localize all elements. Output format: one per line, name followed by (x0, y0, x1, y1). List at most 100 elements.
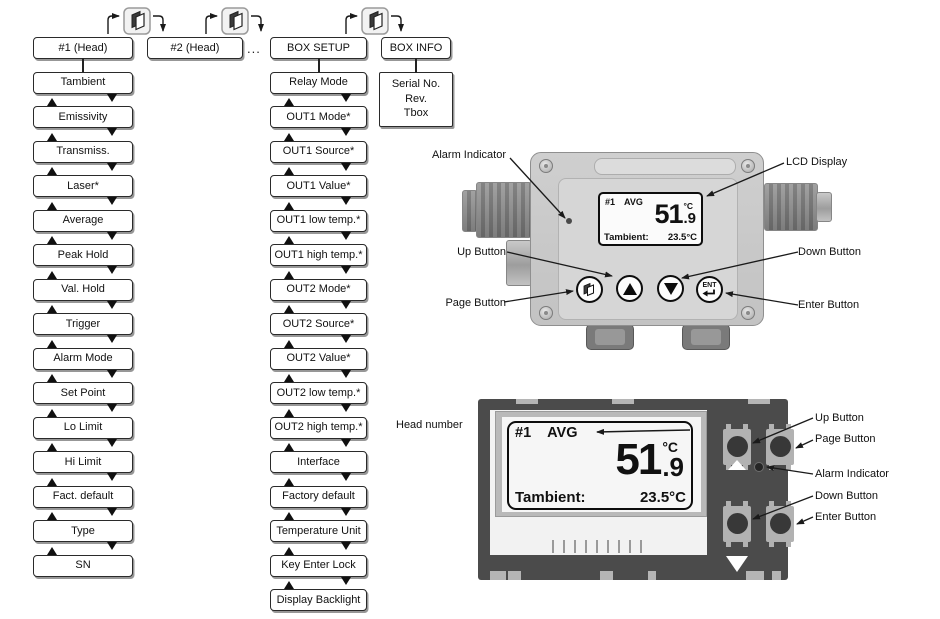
menu-item: Key Enter Lock (270, 554, 367, 577)
up-arrow-icon (47, 167, 57, 175)
screw-icon (741, 159, 755, 173)
down-arrow-icon (341, 576, 352, 585)
board-pad (746, 571, 764, 580)
temperature-unit: °C (662, 439, 679, 455)
down-button (657, 275, 684, 302)
up-arrow-icon (47, 236, 57, 244)
up-arrow-icon (283, 236, 294, 244)
down-arrow-icon (341, 128, 352, 136)
ambient-row: Tambient: 23.5°C (604, 232, 697, 243)
menu-connector (270, 266, 367, 279)
head-number-value: #1 (605, 197, 616, 207)
menu-connector (33, 266, 133, 279)
alarm-indicator-led (566, 218, 572, 224)
menu-connector (270, 300, 367, 313)
page-button-closeup (766, 424, 794, 470)
menu-connector (33, 197, 133, 210)
menu-item: OUT2 Source* (270, 313, 367, 335)
down-arrow-icon (107, 266, 117, 274)
up-arrow-icon (283, 132, 294, 141)
up-marker (728, 460, 746, 470)
down-arrow-icon (341, 162, 352, 171)
menu-item: Tambient (33, 71, 133, 94)
down-arrow-icon (107, 335, 117, 343)
temperature-decimal: .9 (662, 452, 684, 482)
head-number-value: #1 (515, 425, 532, 441)
menu-connector (33, 473, 133, 486)
menu-item: Type (33, 520, 133, 542)
page-cycle-icon (107, 7, 166, 35)
board-pad (508, 571, 521, 580)
up-arrow-icon (283, 98, 294, 106)
up-button-label: Up Button (815, 412, 864, 424)
menu-item: OUT1 Source* (270, 140, 367, 163)
info-line: Tbox (403, 107, 429, 119)
up-arrow-icon (47, 98, 57, 106)
ambient-label: Tambient: (604, 232, 649, 243)
menu-item: Val. Hold (33, 278, 133, 301)
menu-item: Peak Hold (33, 244, 133, 266)
down-arrow-icon (107, 438, 117, 447)
menu-connector (33, 369, 133, 382)
temperature-value: 51 °C .9 (615, 438, 684, 482)
down-arrow-icon (107, 128, 117, 136)
down-triangle-icon (663, 282, 678, 295)
button-cap (726, 436, 748, 457)
menu-connector (33, 93, 133, 106)
menu-column-head2: #2 (Head) (147, 37, 243, 59)
return-arrow-icon (702, 289, 715, 296)
enter-button-closeup (766, 501, 794, 547)
menu-connector (270, 128, 367, 141)
menu-connector (33, 162, 133, 175)
board-pad (600, 571, 613, 580)
board-pad (748, 399, 770, 404)
up-arrow-icon (283, 305, 294, 313)
down-arrow-icon (107, 507, 117, 516)
alarm-indicator-led-closeup (754, 462, 764, 472)
ambient-value: 23.5°C (639, 489, 686, 506)
down-arrow-icon (341, 300, 352, 309)
cable-gland-right (764, 183, 818, 231)
up-arrow-icon (283, 477, 294, 486)
up-arrow-icon (283, 512, 294, 520)
down-arrow-icon (341, 93, 352, 102)
cable-gland-left (476, 182, 532, 238)
menu-connector (270, 438, 367, 451)
menu-item-list: Relay Mode OUT1 Mode* OUT1 Source* OUT1 … (270, 58, 367, 611)
menu-connector (270, 404, 367, 417)
up-arrow-icon (47, 339, 57, 348)
menu-connector (270, 58, 367, 72)
menu-item: Relay Mode (270, 71, 367, 94)
down-arrow-icon (341, 335, 352, 343)
menu-connector (33, 335, 133, 348)
temperature-value: 51 °C .9 (654, 201, 696, 228)
up-arrow-icon (283, 167, 294, 175)
board-pad (516, 399, 538, 404)
menu-connector (270, 231, 367, 244)
down-arrow-icon (107, 542, 117, 550)
menu-connector (33, 300, 133, 313)
up-arrow-icon (47, 408, 57, 417)
menu-item: OUT2 low temp.* (270, 382, 367, 404)
menu-header: #2 (Head) (147, 37, 243, 59)
up-arrow-icon (47, 546, 57, 555)
board-pad (490, 571, 506, 580)
down-arrow-icon (341, 197, 352, 205)
menu-item: Hi Limit (33, 451, 133, 473)
menu-item: Lo Limit (33, 416, 133, 439)
page-button-label: Page Button (445, 297, 506, 309)
menu-item: OUT1 Mode* (270, 106, 367, 128)
menu-connector (33, 542, 133, 555)
cable-gland-right-tip (816, 192, 832, 222)
down-marker (726, 556, 748, 572)
menu-item: Average (33, 209, 133, 232)
cable-gland-left-lower (506, 240, 532, 286)
menu-item-list: Tambient Emissivity Transmiss. Laser* Av… (33, 58, 133, 577)
down-button-label: Down Button (815, 490, 878, 502)
page-button (576, 276, 603, 303)
device-top-slot (594, 158, 736, 175)
screw-icon (539, 306, 553, 320)
